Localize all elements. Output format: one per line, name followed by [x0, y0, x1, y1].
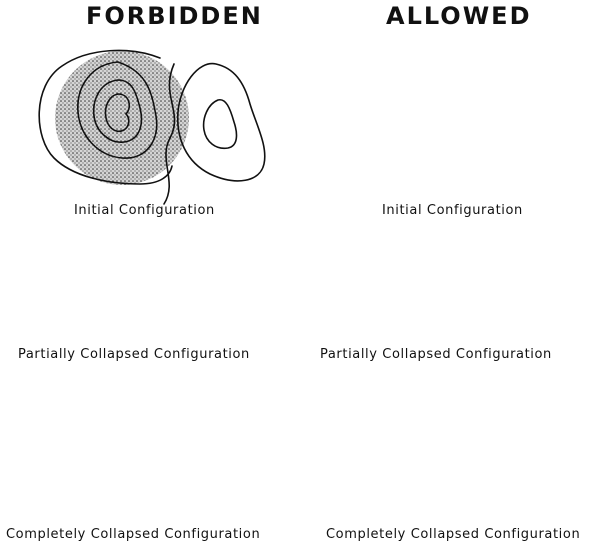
- caption-forbidden-complete: Completely Collapsed Configuration: [6, 527, 260, 542]
- caption-forbidden-initial: Initial Configuration: [74, 203, 215, 218]
- caption-allowed-partial: Partially Collapsed Configuration: [320, 347, 552, 362]
- caption-allowed-initial: Initial Configuration: [382, 203, 523, 218]
- forbidden-initial-panel: [39, 50, 265, 204]
- caption-allowed-complete: Completely Collapsed Configuration: [326, 527, 580, 542]
- neighbor-outer-contour: [178, 64, 265, 181]
- neighbor-inner-contour: [204, 100, 237, 149]
- collapsing-region: [55, 51, 189, 185]
- caption-forbidden-partial: Partially Collapsed Configuration: [18, 347, 250, 362]
